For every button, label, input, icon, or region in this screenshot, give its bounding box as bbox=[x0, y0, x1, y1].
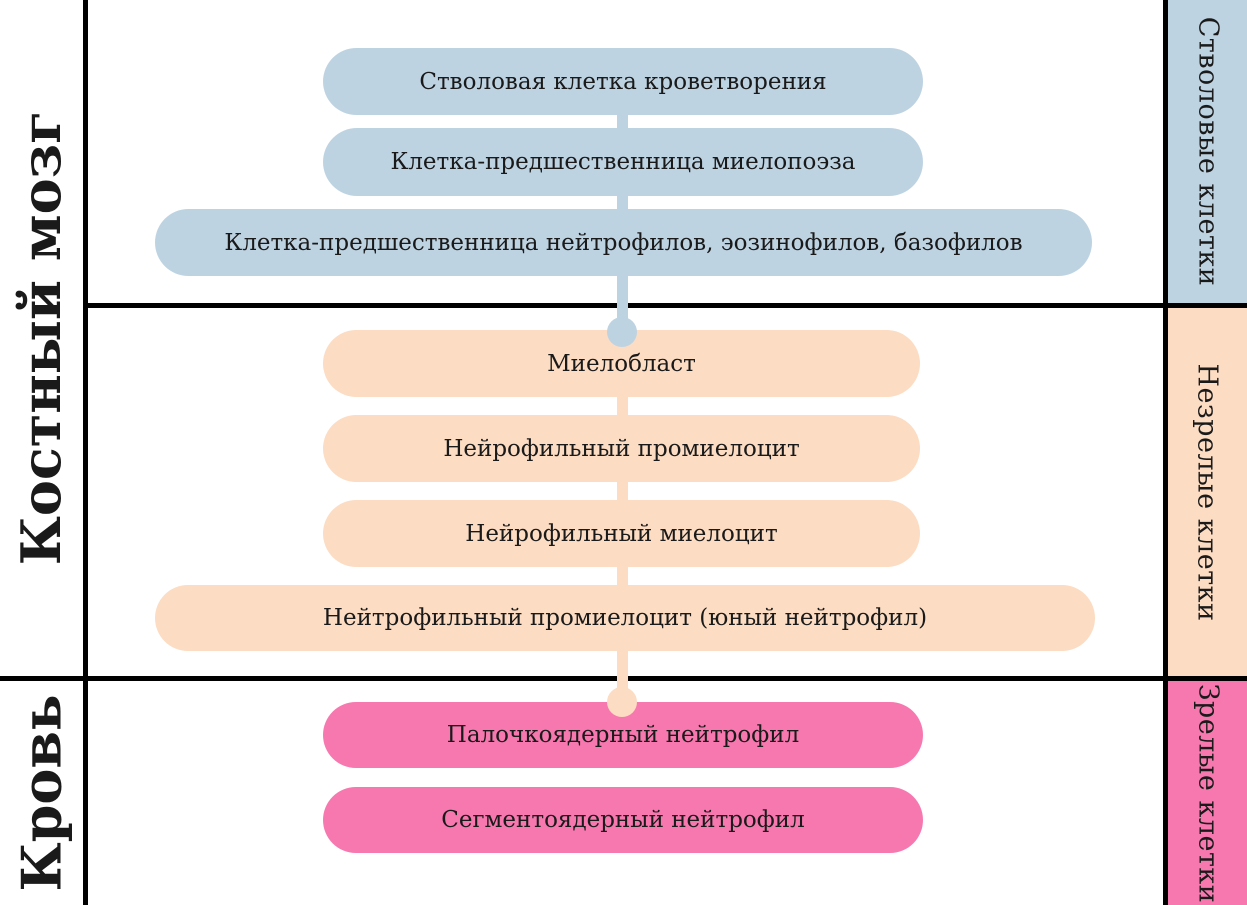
stage-label: Палочкоядерный нейтрофил bbox=[446, 722, 800, 748]
stage-label: Нейтрофильный промиелоцит (юный нейтрофи… bbox=[322, 605, 928, 631]
band-immature-cells: Незрелые клетки bbox=[1168, 308, 1247, 676]
stage-segmented-neutrophil: Сегментоядерный нейтрофил bbox=[323, 787, 923, 853]
band-mature-cells-label: Зрелые клетки bbox=[1192, 683, 1224, 903]
immature-to-mature-connector-dot bbox=[607, 687, 637, 717]
band-stem-cells-label: Стволовые клетки bbox=[1192, 16, 1223, 287]
stage-hematopoietic-stem-cell: Стволовая клетка кроветворения bbox=[323, 48, 923, 115]
right-axis-divider bbox=[1163, 0, 1168, 905]
left-axis-divider bbox=[83, 0, 88, 905]
bone-marrow-region: Костный мозг bbox=[0, 0, 83, 676]
band-immature-cells-label: Незрелые клетки bbox=[1192, 362, 1223, 622]
stage-label: Стволовая клетка кроветворения bbox=[419, 68, 827, 95]
stage-label: Миелобласт bbox=[547, 350, 696, 377]
stem-immature-divider bbox=[83, 303, 1247, 308]
stage-label: Нейрофильный промиелоцит bbox=[443, 435, 800, 462]
stage-label: Клетка-предшественница миелопоэза bbox=[390, 149, 856, 175]
blood-region: Кровь bbox=[0, 681, 83, 905]
stage-granulocyte-progenitor: Клетка-предшественница нейтрофилов, эози… bbox=[155, 209, 1092, 276]
stage-label: Нейрофильный миелоцит bbox=[465, 520, 778, 547]
bone-marrow-label: Костный мозг bbox=[9, 110, 74, 566]
stage-myelopoiesis-progenitor: Клетка-предшественница миелопоэза bbox=[323, 128, 923, 196]
stem-to-immature-connector-dot bbox=[607, 317, 637, 347]
stage-label: Клетка-предшественница нейтрофилов, эози… bbox=[224, 229, 1023, 256]
stem-lineage-connector bbox=[617, 80, 628, 332]
stage-juvenile-neutrophil: Нейтрофильный промиелоцит (юный нейтрофи… bbox=[155, 585, 1095, 651]
band-mature-cells: Зрелые клетки bbox=[1168, 681, 1247, 905]
stage-neutrophilic-promyelocyte: Нейрофильный промиелоцит bbox=[323, 415, 920, 482]
blood-label: Кровь bbox=[9, 694, 74, 892]
stage-neutrophilic-myelocyte: Нейрофильный миелоцит bbox=[323, 500, 920, 567]
stage-label: Сегментоядерный нейтрофил bbox=[441, 807, 805, 833]
band-stem-cells: Стволовые клетки bbox=[1168, 0, 1247, 303]
